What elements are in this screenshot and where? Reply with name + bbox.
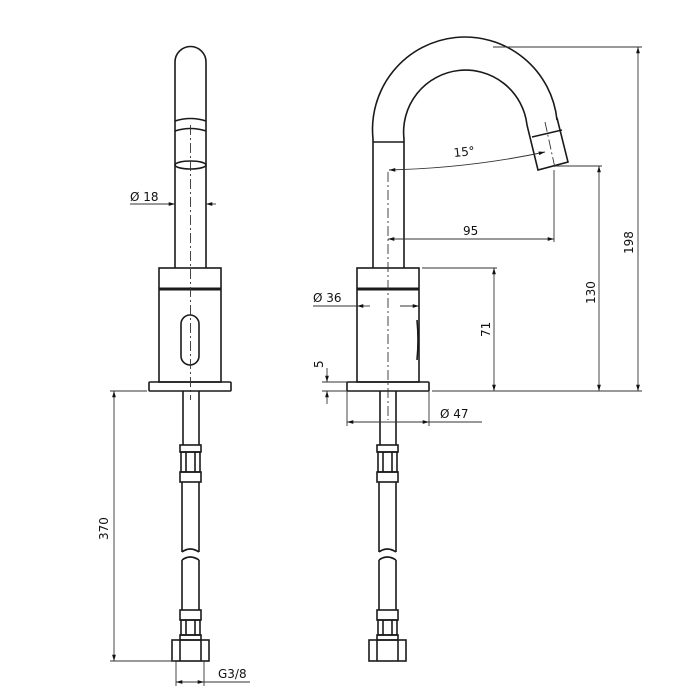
front-spout-tube: [174, 45, 207, 268]
front-base-plate: [148, 381, 232, 392]
side-hose: [368, 391, 407, 662]
sensor-window: [180, 314, 200, 366]
front-hose: [171, 391, 210, 662]
dim-outlet-height-label: 130: [584, 281, 598, 304]
dim-connection-label: G3/8: [218, 667, 247, 681]
dim-body-diameter-label: Ø 36: [313, 291, 342, 305]
dim-reach: 95: [388, 170, 555, 242]
dim-angle-label: 15°: [453, 144, 476, 160]
side-view: 15° 95 198 130 71: [312, 36, 642, 662]
front-view: Ø 18 370 G3/8: [97, 45, 250, 686]
dim-angle: 15°: [388, 144, 546, 172]
dim-body-height-label: 71: [479, 322, 493, 337]
dim-reach-label: 95: [463, 224, 478, 238]
dim-total-height: 198: [432, 46, 642, 392]
dim-total-height-label: 198: [622, 231, 636, 254]
dim-body-diameter: Ø 36: [313, 291, 419, 308]
nozzle-centerline: [544, 121, 556, 169]
dim-base-thickness: 5: [312, 360, 347, 404]
dim-base-diameter-label: Ø 47: [440, 407, 469, 421]
dim-hose-length: 370: [97, 390, 175, 662]
dim-base-thickness-label: 5: [312, 360, 326, 368]
gooseneck-inner: [402, 69, 528, 268]
dim-body-height: 71: [422, 267, 497, 391]
dim-base-diameter: Ø 47: [346, 391, 482, 426]
gooseneck-outer: [371, 36, 558, 268]
dim-outlet-height: 130: [555, 165, 602, 391]
dim-spout-diameter-label: Ø 18: [130, 190, 159, 204]
dim-spout-diameter: Ø 18: [130, 190, 216, 206]
dim-connection: G3/8: [175, 661, 250, 686]
dim-hose-length-label: 370: [97, 517, 111, 540]
nozzle: [526, 117, 569, 171]
